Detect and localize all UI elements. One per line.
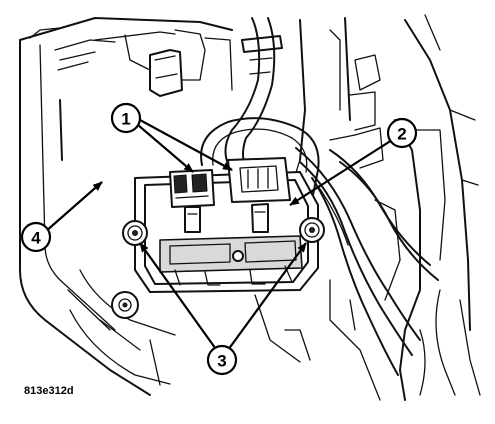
callout-2-label: 2 [397, 125, 406, 144]
callout-4: 4 [20, 221, 52, 253]
connector-right [227, 157, 291, 233]
leader-3b [227, 242, 307, 351]
leader-3a [139, 242, 219, 353]
callout-3: 3 [206, 344, 238, 376]
upper-bracket [149, 49, 183, 97]
connector-left [169, 169, 215, 233]
leader-1a [137, 124, 194, 173]
callout-3-label: 3 [217, 352, 226, 371]
callout-2: 2 [386, 117, 418, 149]
callout-4-label: 4 [31, 229, 41, 248]
leader-4 [44, 181, 103, 233]
mounting-screw-right [299, 217, 325, 243]
wire-harness [200, 17, 439, 376]
callout-1-label: 1 [121, 110, 130, 129]
leader-1b [139, 119, 233, 171]
leader-lines [44, 119, 393, 353]
callout-1: 1 [110, 102, 142, 134]
leader-2 [289, 139, 393, 206]
mounting-screw-left [122, 220, 148, 246]
mounting-boss [111, 291, 139, 319]
figure-code: 813e312d [24, 385, 74, 397]
